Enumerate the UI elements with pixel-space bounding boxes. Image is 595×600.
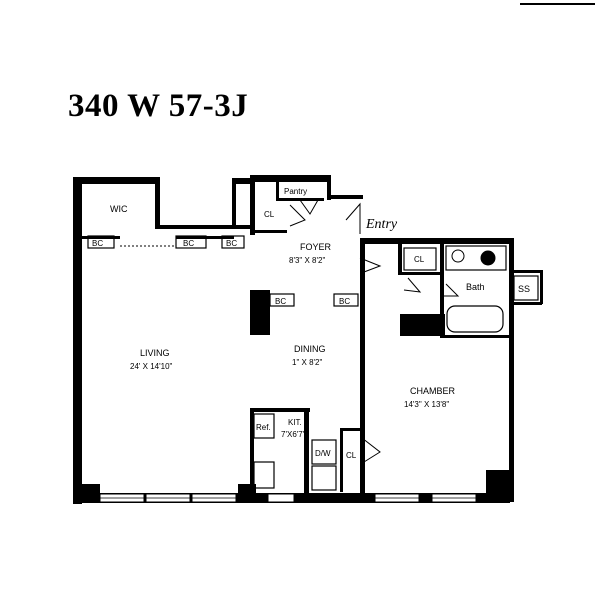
label-kit: KIT.	[288, 418, 302, 427]
label-foyer: FOYER	[300, 242, 332, 252]
label-bc-left: BC	[92, 239, 103, 248]
label-cl-kit: CL	[346, 451, 357, 460]
label-cl-bath: CL	[414, 255, 425, 264]
label-wic: WIC	[110, 204, 128, 214]
closet-boxes	[87, 235, 539, 491]
room-labels: WIC BC BC BC Pantry CL Entry FOYER 8'3" …	[92, 187, 530, 460]
label-bc-dining1: BC	[275, 297, 286, 306]
label-entry: Entry	[365, 217, 398, 232]
label-ss: SS	[518, 284, 530, 294]
label-dining: DINING	[294, 344, 326, 354]
label-living-dim: 24' X 14'10"	[130, 362, 173, 371]
interior-walls	[82, 180, 543, 496]
plan-title: 340 W 57-3J	[68, 88, 249, 124]
door-swings	[120, 199, 496, 463]
label-chamber: CHAMBER	[410, 386, 456, 396]
label-pantry: Pantry	[284, 187, 307, 196]
label-dining-dim: 1" X 8'2"	[292, 358, 322, 367]
label-kit-dim: 7'X6'7"	[281, 430, 306, 439]
label-dw: D/W	[315, 449, 331, 458]
windows	[99, 493, 477, 503]
label-bath: Bath	[466, 282, 485, 292]
label-foyer-dim: 8'3" X 8'2"	[289, 256, 325, 265]
label-bc-mid: BC	[183, 239, 194, 248]
label-bc-mid2: BC	[226, 239, 237, 248]
label-living: LIVING	[140, 348, 170, 358]
label-ref: Ref.	[256, 423, 271, 432]
label-cl-foyer: CL	[264, 210, 275, 219]
label-bc-dining2: BC	[339, 297, 350, 306]
label-chamber-dim: 14'3" X 13'8"	[404, 400, 449, 409]
